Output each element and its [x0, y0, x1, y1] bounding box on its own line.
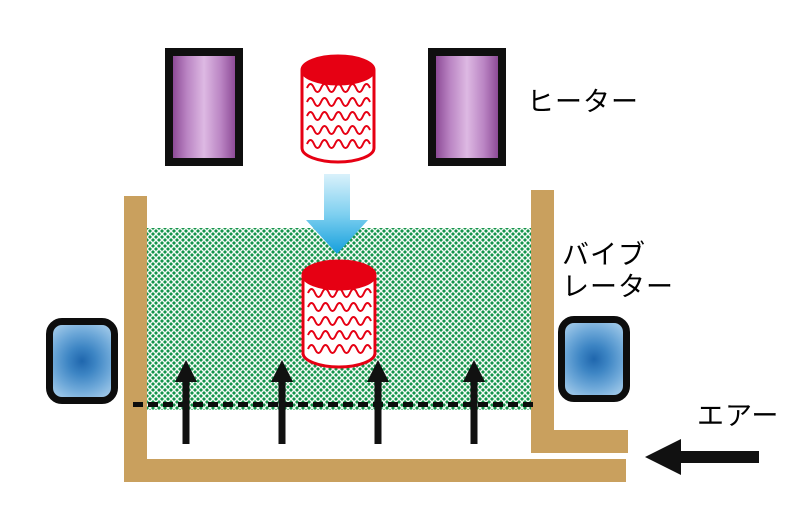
airflow-up-arrow-icon [175, 360, 197, 444]
drop-down-arrow-icon [306, 174, 368, 254]
coil-cylinder-top [300, 54, 376, 164]
vibrator-label-line1: バイブ [562, 240, 646, 270]
air-label: エアー [697, 401, 780, 431]
container-right-wall [531, 190, 554, 453]
vibrator-left [46, 318, 118, 404]
air-inlet-duct [531, 430, 628, 453]
heater-label: ヒーター [527, 87, 639, 117]
airflow-up-arrow-icon [271, 360, 293, 444]
container-bottom-wall [124, 459, 626, 482]
air-inlet-arrow-icon [645, 439, 759, 475]
heater-block-right [428, 48, 506, 166]
container-left-wall [124, 196, 147, 482]
airflow-up-arrow-icon [463, 360, 485, 444]
vibrator-label-line2: レーター [562, 272, 674, 303]
distributor-dashed-line [133, 402, 533, 407]
vibrator-right [558, 316, 630, 402]
coil-cylinder-in-bed [301, 259, 377, 369]
heater-block-left [165, 48, 243, 166]
airflow-up-arrow-icon [367, 360, 389, 444]
vibrator-label: バイブ レーター [562, 239, 674, 304]
